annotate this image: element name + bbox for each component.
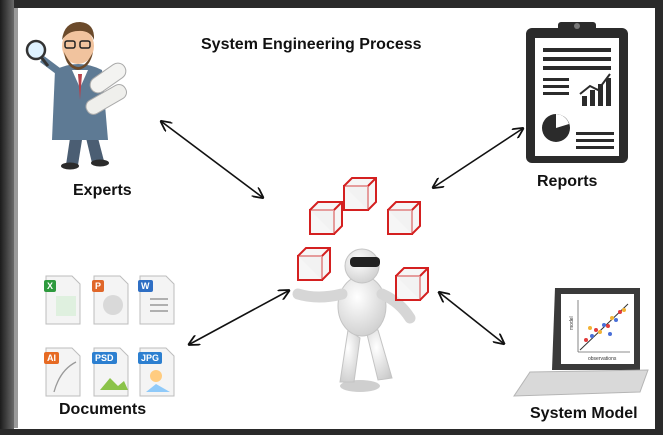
word-tag: W — [138, 280, 153, 292]
frame-right-edge — [655, 0, 663, 435]
arrow-reports — [434, 129, 522, 187]
jpg-tag: JPG — [138, 352, 163, 364]
red-cube-5 — [395, 267, 429, 301]
red-cube-1 — [309, 201, 343, 235]
laptop-icon: model observations — [513, 288, 649, 397]
documents-label: Documents — [59, 401, 147, 418]
excel-tag: X — [44, 280, 57, 292]
arrow-documents — [190, 291, 288, 344]
expert-icon — [25, 22, 127, 170]
red-cube-4 — [297, 247, 331, 281]
arrow-experts — [162, 122, 262, 197]
reports-label: Reports — [537, 173, 598, 190]
frame-top-edge — [0, 0, 663, 8]
experts-label: Experts — [73, 182, 132, 199]
system-model-label: System Model — [530, 405, 638, 422]
laptop-chart-points — [584, 308, 626, 342]
document-file-icons — [45, 275, 175, 397]
red-cube-2 — [343, 177, 377, 211]
frame-left-edge — [0, 0, 14, 435]
laptop-chart-xlabel: observations — [588, 356, 617, 362]
diagram-title: System Engineering Process — [201, 36, 422, 53]
psd-tag: PSD — [92, 352, 117, 364]
juggler-figure-icon — [292, 248, 416, 392]
red-cube-3 — [387, 201, 421, 235]
frame-bottom-edge — [0, 429, 663, 435]
ai-tag: AI — [44, 352, 59, 364]
laptop-chart-ylabel: model — [569, 316, 575, 330]
powerpoint-tag: P — [92, 280, 105, 292]
reports-clipboard-icon — [526, 22, 628, 163]
red-cube-icons — [297, 177, 429, 301]
arrow-system-model — [440, 293, 503, 343]
